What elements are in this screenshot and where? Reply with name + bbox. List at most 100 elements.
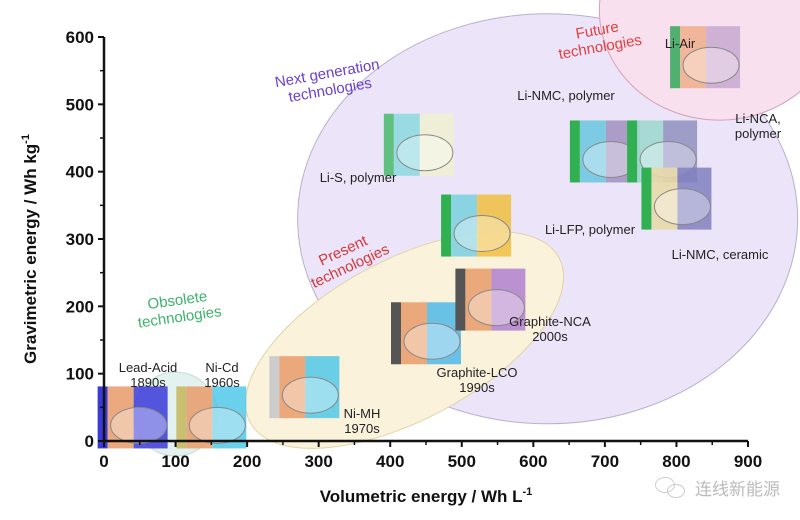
point-label-line: Lead-Acid xyxy=(119,360,178,375)
cell-separator-icon xyxy=(465,268,492,331)
x-tick-label: 100 xyxy=(161,452,189,471)
labels-layer: ObsoletetechnologiesPresenttechnologiesN… xyxy=(119,18,782,436)
cell-separator-icon xyxy=(279,356,306,419)
point-label: Li-LFP, polymer xyxy=(545,222,636,237)
cell-separator-icon xyxy=(579,120,606,183)
y-tick-label: 500 xyxy=(66,95,94,114)
x-tick-label: 500 xyxy=(448,452,476,471)
cell-electrode-icon xyxy=(383,113,394,176)
y-tick-label: 200 xyxy=(66,297,94,316)
y-tick-label: 300 xyxy=(66,230,94,249)
points-layer xyxy=(97,26,741,449)
point-label-line: Li-NCA, xyxy=(735,111,781,126)
cell-electrode-icon xyxy=(670,26,681,89)
zoom-circle-icon xyxy=(403,322,461,360)
cell-electrode-icon xyxy=(391,302,401,365)
data-point xyxy=(455,268,526,331)
wechat-icon xyxy=(655,476,689,499)
cell-cathode-icon xyxy=(212,386,247,449)
data-point xyxy=(383,113,454,176)
point-label-line: Li-LFP, polymer xyxy=(545,222,636,237)
cell-cathode-icon xyxy=(427,302,461,365)
cell-electrode-icon xyxy=(627,120,638,183)
cell-electrode-icon xyxy=(569,120,580,183)
cell-cathode-icon xyxy=(133,386,168,449)
x-tick-label: 400 xyxy=(376,452,404,471)
x-tick-label: 0 xyxy=(99,452,108,471)
cell-separator-icon xyxy=(393,113,420,176)
zoom-circle-icon xyxy=(396,134,454,172)
cell-electrode-icon xyxy=(269,356,280,419)
x-tick-label: 800 xyxy=(662,452,690,471)
point-label-line: Graphite-LCO xyxy=(437,365,518,380)
x-tick-label: 200 xyxy=(233,452,261,471)
point-label-line: Li-NMC, polymer xyxy=(517,88,615,103)
point-label-era: 1960s xyxy=(204,375,240,390)
zoom-circle-icon xyxy=(682,46,740,84)
point-label: Li-S, polymer xyxy=(320,170,397,185)
y-tick-label: 0 xyxy=(85,432,94,451)
zoom-circle-icon xyxy=(467,289,525,327)
data-point xyxy=(441,194,512,257)
cell-cathode-icon xyxy=(419,113,454,176)
zoom-circle-icon xyxy=(188,406,246,444)
point-label: Li-Air xyxy=(665,36,696,51)
cell-cathode-icon xyxy=(491,268,526,331)
zoom-circle-icon xyxy=(453,215,511,253)
cell-electrode-icon xyxy=(455,268,466,331)
y-tick-label: 600 xyxy=(66,28,94,47)
y-axis-title-sup: -1 xyxy=(20,134,32,144)
point-label-era: 1990s xyxy=(459,380,495,395)
point-label-line: Li-S, polymer xyxy=(320,170,397,185)
point-label-era: 1970s xyxy=(344,421,380,436)
x-tick-label: 300 xyxy=(304,452,332,471)
data-point xyxy=(97,386,168,449)
watermark-text: 连线新能源 xyxy=(695,480,780,500)
point-label-line: Ni-Cd xyxy=(205,360,238,375)
watermark: 连线新能源 xyxy=(655,475,780,500)
point-label: Li-NMC, ceramic xyxy=(672,247,769,262)
cell-separator-icon xyxy=(107,386,134,449)
axes-layer: 0 100 200 300 400 500 600 700 800 900 0 100 200 300 40… xyxy=(20,28,762,506)
x-axis-title: Volumetric energy / Wh L-1 xyxy=(320,486,533,506)
point-label: Li-NCA,polymer xyxy=(735,111,782,141)
point-label-line: Li-Air xyxy=(665,36,696,51)
point-label-era: 2000s xyxy=(532,329,568,344)
x-axis-title-sup: -1 xyxy=(523,486,533,498)
cell-electrode-icon xyxy=(176,386,187,449)
cell-separator-icon xyxy=(680,26,707,89)
point-label-line: polymer xyxy=(735,126,782,141)
cell-separator-icon xyxy=(651,167,678,230)
point-label-era: 1890s xyxy=(130,375,166,390)
x-tick-label: 600 xyxy=(519,452,547,471)
cell-electrode-icon xyxy=(97,386,108,449)
data-point xyxy=(269,356,340,419)
cell-electrode-icon xyxy=(641,167,652,230)
y-tick-label: 100 xyxy=(66,365,94,384)
x-tick-label: 700 xyxy=(591,452,619,471)
point-label-line: Graphite-NCA xyxy=(509,314,591,329)
cell-separator-icon xyxy=(186,386,213,449)
cell-cathode-icon xyxy=(477,194,512,257)
data-point xyxy=(176,386,247,449)
region-label-obsolete: Obsoletetechnologies xyxy=(134,286,222,331)
y-tick-label: 400 xyxy=(66,163,94,182)
cell-cathode-icon xyxy=(706,26,741,89)
data-point xyxy=(391,302,461,365)
point-label-line: Ni-MH xyxy=(344,406,381,421)
point-label-line: Li-NMC, ceramic xyxy=(672,247,769,262)
zoom-circle-icon xyxy=(110,406,168,444)
data-point xyxy=(641,167,712,230)
cell-cathode-icon xyxy=(677,167,712,230)
zoom-circle-icon xyxy=(653,188,711,226)
cell-separator-icon xyxy=(451,194,478,257)
zoom-circle-icon xyxy=(281,376,339,414)
x-tick-label: 900 xyxy=(734,452,762,471)
data-point xyxy=(670,26,741,89)
cell-electrode-icon xyxy=(441,194,452,257)
